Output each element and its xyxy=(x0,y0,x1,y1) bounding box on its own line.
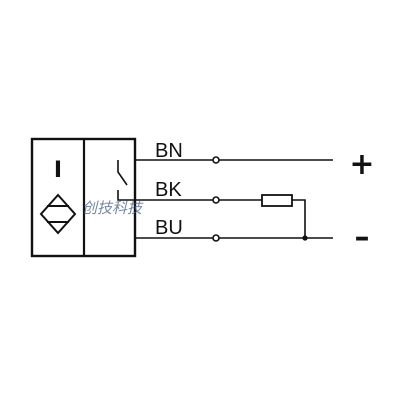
bk-label: BK xyxy=(155,179,182,201)
inductive-sensor-diamond-icon xyxy=(39,193,77,235)
bu-label: BU xyxy=(155,217,183,239)
switch-contact xyxy=(117,160,128,186)
load-lead xyxy=(292,199,306,238)
sensor-type-label: I xyxy=(54,158,62,183)
bk-terminal xyxy=(212,196,220,204)
watermark-text: 创技科技 xyxy=(82,199,144,217)
negative-terminal-label: – xyxy=(355,220,370,255)
bn-label: BN xyxy=(155,140,183,162)
bu-terminal xyxy=(212,234,220,242)
positive-terminal-label: + xyxy=(349,147,374,182)
load-resistor xyxy=(261,194,293,207)
bn-terminal xyxy=(212,156,220,164)
switch-lead xyxy=(117,190,135,201)
